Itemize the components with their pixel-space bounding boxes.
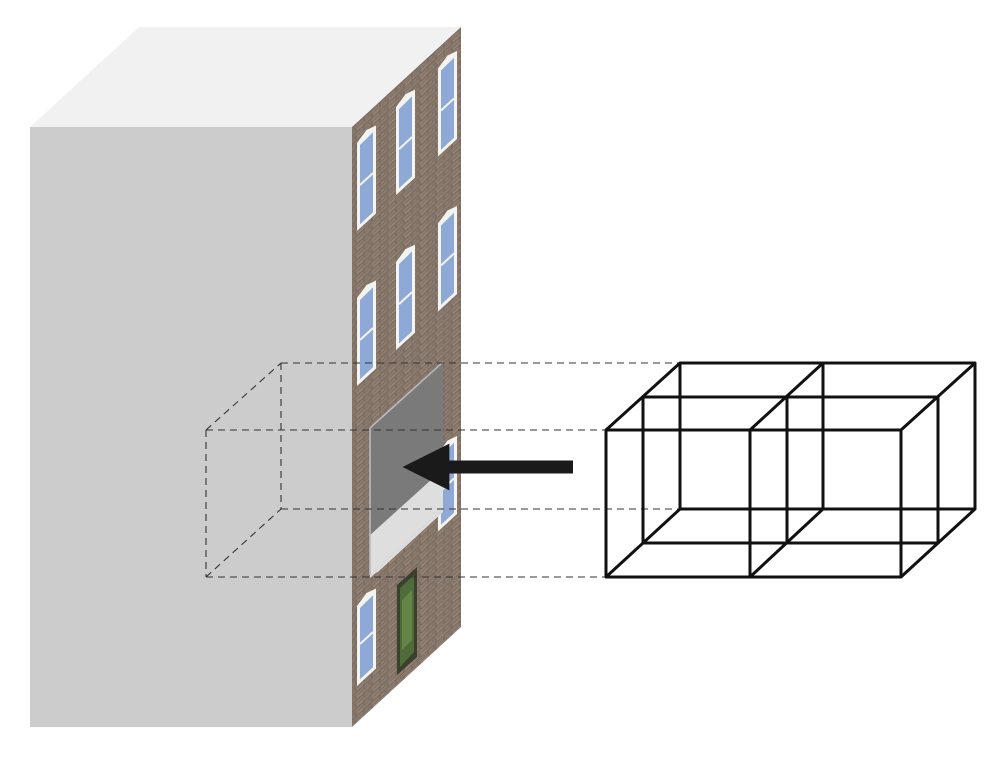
building-door — [397, 567, 417, 675]
modular-unit-wireframe — [604, 361, 977, 579]
module-middle-frame — [641, 395, 940, 545]
facade-window-sash — [398, 291, 413, 305]
facade-window-sash — [359, 172, 374, 186]
module-back-frame — [678, 361, 977, 511]
facade-window-sash — [440, 252, 455, 267]
facade-window-sash — [398, 136, 413, 150]
module-front-frame — [604, 428, 903, 579]
facade-window-sash — [359, 631, 374, 645]
cutout-lower-light — [370, 469, 443, 575]
building-roof — [30, 27, 461, 127]
facade-window-sash — [359, 327, 374, 341]
facade-windows — [357, 51, 457, 686]
facade-window-sash — [440, 97, 455, 112]
building-side-face — [30, 127, 352, 727]
projection-lines — [205, 362, 680, 578]
facade-cutout-opening — [369, 361, 444, 578]
building — [30, 27, 461, 727]
